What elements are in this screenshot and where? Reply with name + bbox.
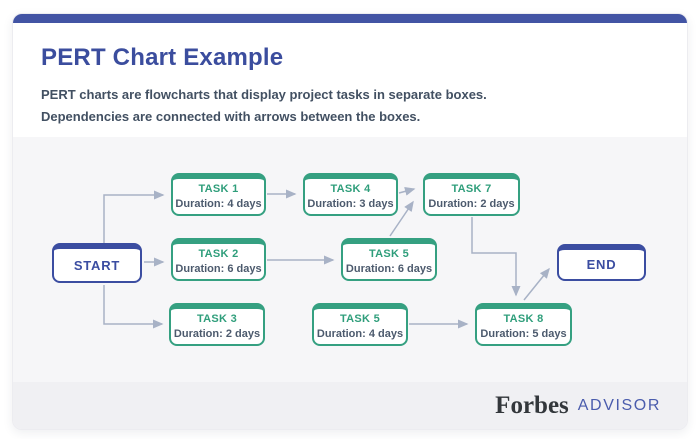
task-node-5-bottom: TASK 5 Duration: 4 days <box>312 303 408 346</box>
task-duration: Duration: 2 days <box>428 198 515 210</box>
task-duration: Duration: 5 days <box>480 328 567 340</box>
task-duration: Duration: 2 days <box>173 328 261 340</box>
pert-card: PERT Chart Example PERT charts are flowc… <box>12 13 688 430</box>
task-node-5-mid: TASK 5 Duration: 6 days <box>341 238 437 281</box>
task-node-4: TASK 4 Duration: 3 days <box>303 173 398 216</box>
task-duration: Duration: 4 days <box>316 328 404 340</box>
subtitle-line-1: PERT charts are flowcharts that display … <box>41 87 487 102</box>
start-node: START <box>52 243 142 283</box>
card-footer: Forbes ADVISOR <box>13 382 687 429</box>
task-node-2: TASK 2 Duration: 6 days <box>171 238 266 281</box>
end-node: END <box>557 244 646 281</box>
page-subtitle: PERT charts are flowcharts that display … <box>41 84 641 128</box>
task-node-7: TASK 7 Duration: 2 days <box>423 173 520 216</box>
task-duration: Duration: 3 days <box>307 198 394 210</box>
task-title: TASK 5 <box>339 313 381 325</box>
task-duration: Duration: 6 days <box>175 263 262 275</box>
task-duration: Duration: 6 days <box>345 263 433 275</box>
task-title: TASK 3 <box>196 313 238 325</box>
task-title: TASK 8 <box>503 313 544 325</box>
advisor-logo: ADVISOR <box>577 396 661 414</box>
forbes-logo: Forbes <box>495 391 569 419</box>
subtitle-line-2: Dependencies are connected with arrows b… <box>41 109 421 124</box>
task-title: TASK 5 <box>368 248 410 260</box>
task-node-3: TASK 3 Duration: 2 days <box>169 303 265 346</box>
card-accent-bar <box>13 14 687 23</box>
task-title: TASK 4 <box>330 183 371 195</box>
end-label: END <box>586 257 617 272</box>
page-title: PERT Chart Example <box>41 44 284 71</box>
task-title: TASK 7 <box>451 183 492 195</box>
task-title: TASK 2 <box>198 248 239 260</box>
task-node-1: TASK 1 Duration: 4 days <box>171 173 266 216</box>
card-header: PERT Chart Example PERT charts are flowc… <box>41 44 641 128</box>
task-node-8: TASK 8 Duration: 5 days <box>475 303 572 346</box>
task-title: TASK 1 <box>198 183 239 195</box>
task-duration: Duration: 4 days <box>175 198 262 210</box>
start-label: START <box>73 257 121 273</box>
